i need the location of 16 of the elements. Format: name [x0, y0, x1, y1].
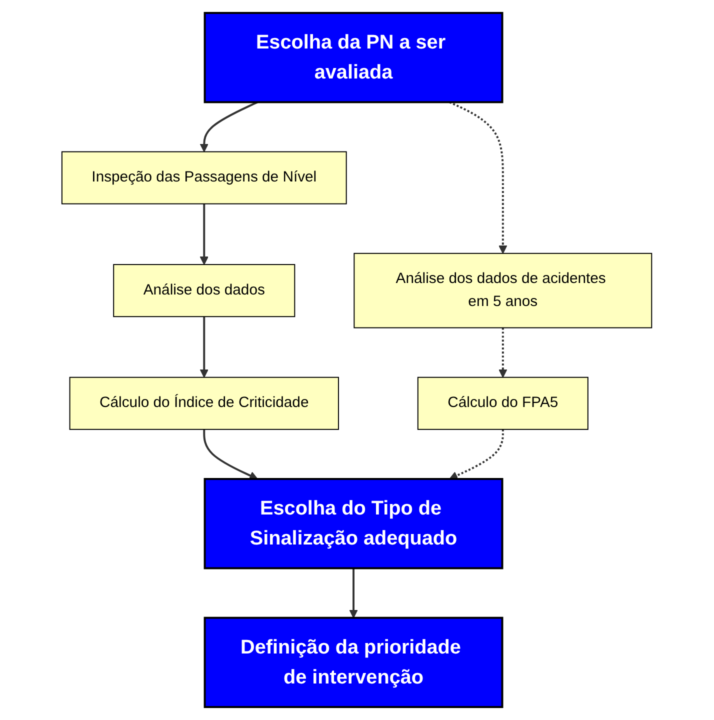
arrow [449, 429, 504, 480]
arrow [200, 204, 209, 265]
node-box: Análise dos dados [113, 264, 296, 318]
node-box: Cálculo do FPA5 [418, 376, 589, 430]
arrow [200, 101, 258, 152]
node-box: Análise dos dados de acidentes em 5 anos [354, 252, 652, 328]
arrow [200, 316, 209, 378]
arrow [498, 328, 508, 378]
node-box: Cálculo do Índice de Criticidade [70, 376, 340, 430]
arrow [349, 568, 358, 618]
node-box: Definição da prioridade de intervenção [204, 616, 504, 708]
arrow [203, 429, 258, 480]
arrow [449, 101, 508, 254]
node-box: Escolha do Tipo de Sinalização adequado [204, 478, 504, 570]
node-box: Escolha da PN a ser avaliada [204, 12, 504, 104]
node-box: Inspeção das Passagens de Nível [62, 151, 348, 204]
